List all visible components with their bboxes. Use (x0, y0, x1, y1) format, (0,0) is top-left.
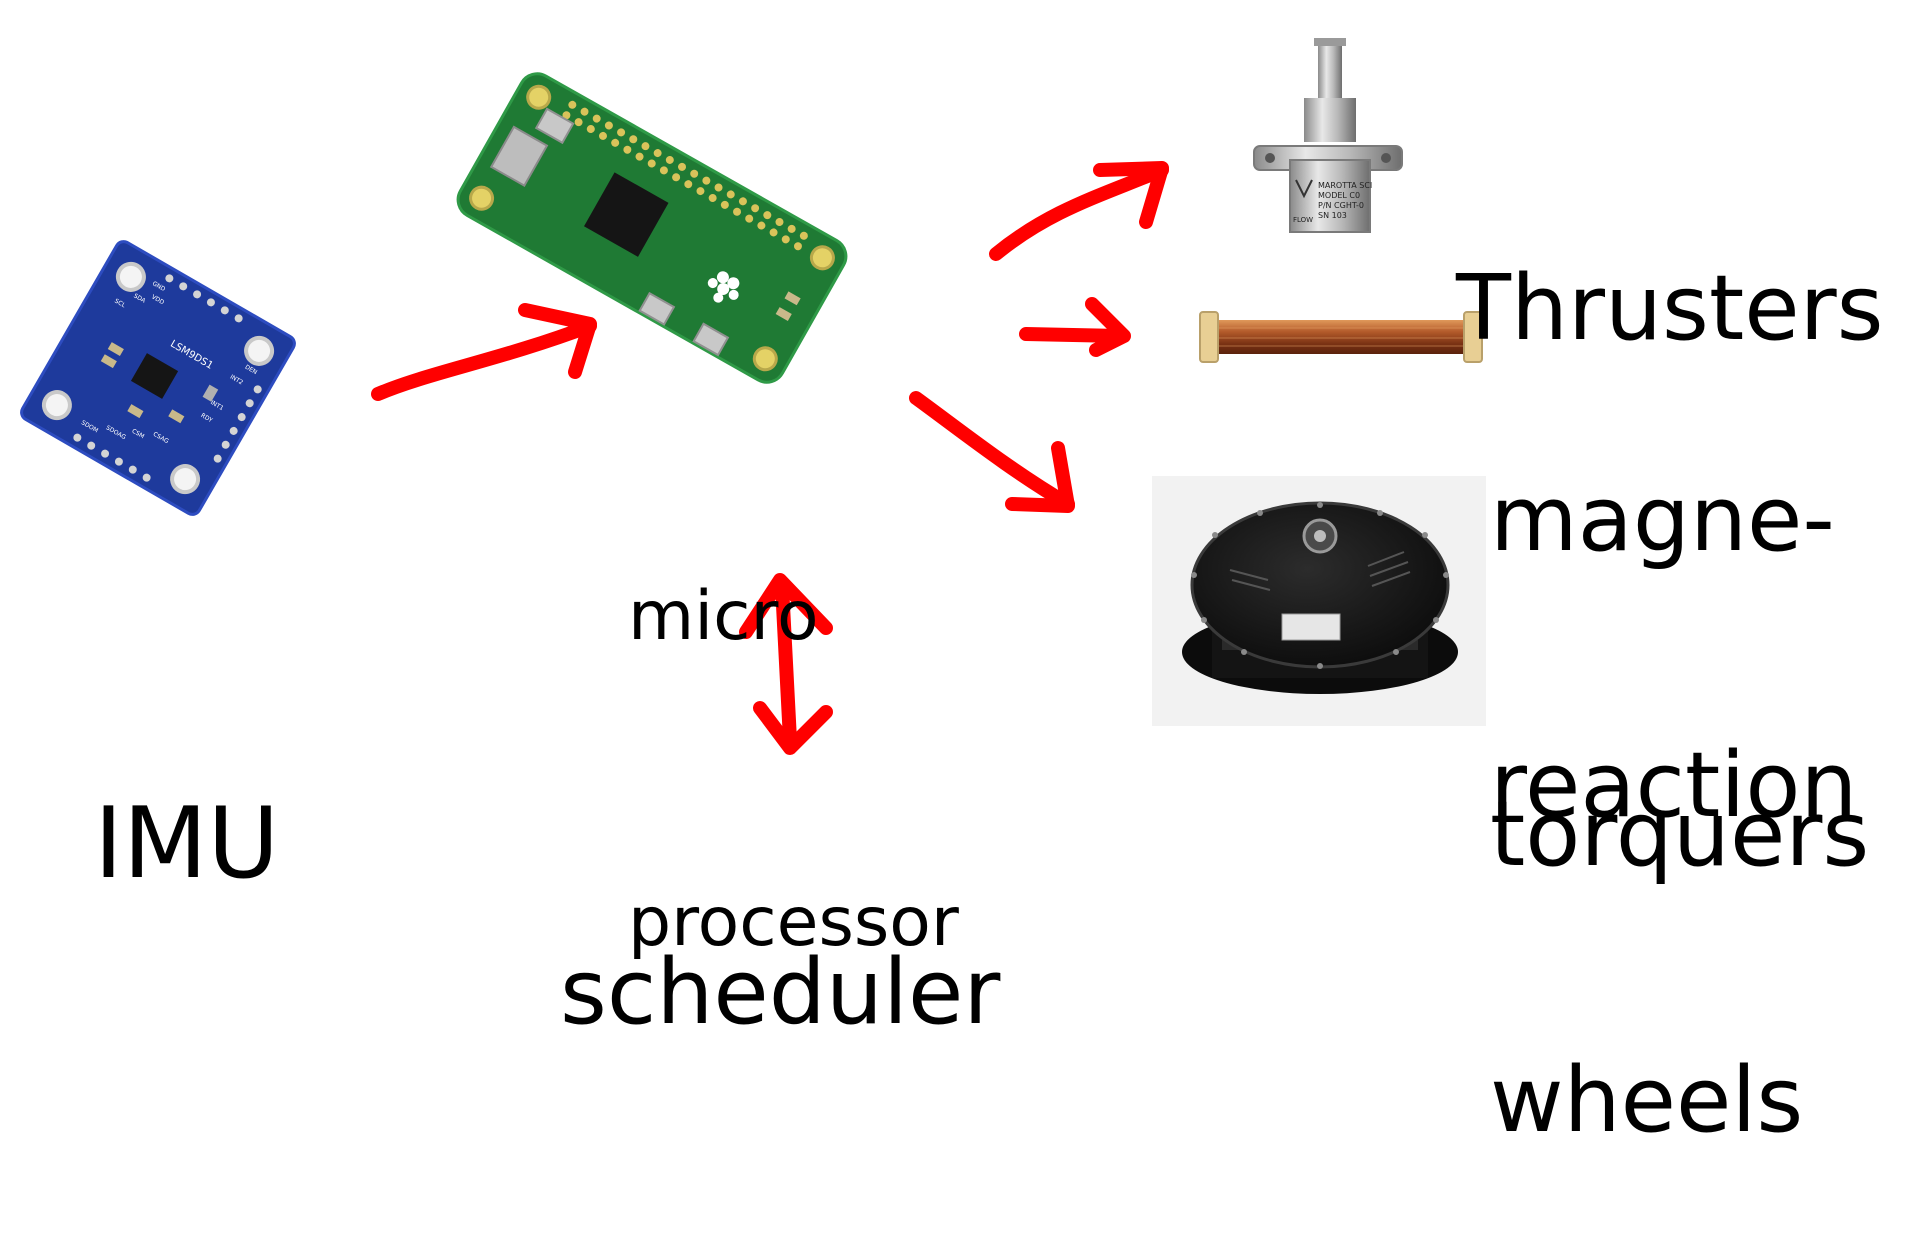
processor-chip-icon (584, 172, 669, 257)
label-thrusters-text: Thrusters (1456, 256, 1884, 362)
arrow-imu-to-microprocessor (371, 303, 597, 401)
label-magne-line1: magne- (1490, 466, 1835, 572)
magnetorquer-rod-image (1199, 311, 1483, 363)
raspberry-logo-icon (707, 271, 740, 303)
usb-power-port-icon (692, 322, 730, 357)
thruster-plate-line1: MAROTTA SCI (1318, 181, 1372, 190)
label-imu-text: IMU (94, 786, 280, 901)
label-scheduler: scheduler (560, 750, 1000, 1139)
gpio-header-icon (562, 100, 808, 251)
reaction-wheel-image (1152, 476, 1486, 726)
arrow-microprocessor-to-magnetorquers (1019, 297, 1131, 357)
usb-port-icon (638, 291, 676, 326)
acs-diagram: LSM9DS1 GND VDD SDA SCL DEN INT2 INT1 RD… (20, 38, 1486, 755)
label-reaction-wheels: reaction wheels (1490, 522, 1857, 1259)
label-reaction-line2: wheels (1490, 1048, 1804, 1154)
sd-card-slot-icon (534, 107, 575, 145)
label-magnetorquers: magne- torquers (1490, 256, 1869, 993)
label-microprocessor: micro processor (628, 362, 959, 1076)
thruster-valve-image: MAROTTA SCI MODEL C0 P/N CGHT-0 SN 103 F… (1253, 38, 1403, 233)
thruster-flow-text: FLOW (1293, 216, 1313, 224)
label-micro-line1: micro (628, 577, 819, 656)
label-reaction-line1: reaction (1490, 732, 1858, 838)
flow-arrow-icon (1295, 179, 1313, 199)
thruster-plate-line2: MODEL C0 (1318, 191, 1360, 200)
imu-board-image: LSM9DS1 GND VDD SDA SCL DEN INT2 INT1 RD… (20, 240, 296, 516)
label-scheduler-text: scheduler (560, 940, 1001, 1046)
arrow-microprocessor-to-thrusters (989, 161, 1169, 261)
label-magne-line2: torquers (1490, 782, 1870, 888)
label-micro-line2: processor (628, 883, 959, 962)
arrow-microprocessor-to-reaction-wheels (909, 391, 1075, 513)
label-thrusters: Thrusters (1456, 66, 1884, 455)
label-imu: IMU (94, 580, 279, 1003)
arrow-microprocessor-scheduler-bidirectional (739, 573, 833, 755)
microprocessor-board-image (456, 72, 848, 384)
thruster-plate-line3: P/N CGHT-0 (1318, 201, 1364, 210)
thruster-plate-line4: SN 103 (1318, 211, 1347, 220)
mini-hdmi-port-icon (489, 125, 549, 187)
